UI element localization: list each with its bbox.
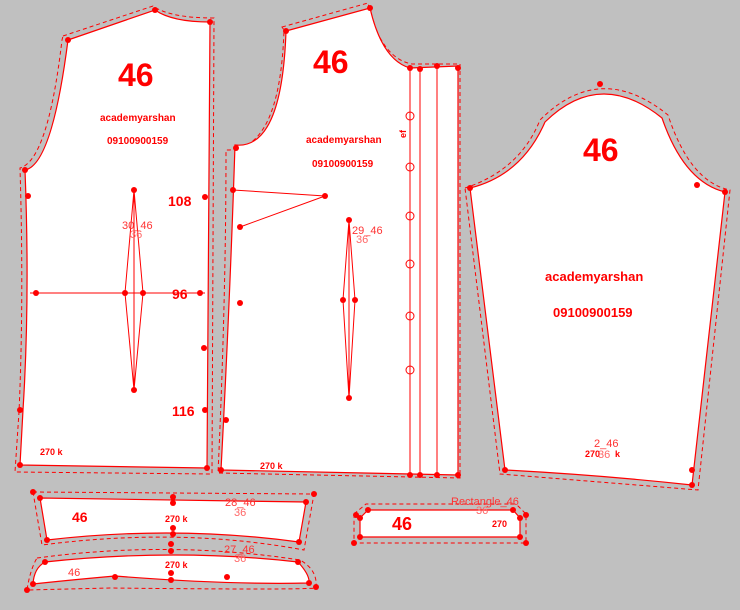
stand-label-b: 36: [234, 553, 246, 565]
back-bottom-code: 270 k: [40, 447, 64, 457]
front-bottom-code: 270 k: [260, 461, 284, 471]
collar-label-a: 28_46: [225, 497, 256, 509]
stand-code: 270 k: [165, 560, 189, 570]
collar-size-label: 46: [72, 509, 88, 525]
sleeve-label-b: 270: [585, 449, 600, 459]
back-brand: academyarshan: [100, 113, 176, 124]
cuff-size-label: 46: [392, 514, 412, 534]
back-phone: 09100900159: [107, 136, 169, 147]
sleeve-brand: academyarshan: [545, 269, 643, 284]
back-measure-108: 108: [168, 193, 192, 209]
sleeve-size-label: 46: [583, 132, 619, 168]
cuff-piece[interactable]: 46 270 Rectangle_46 36: [351, 496, 529, 546]
cuff-code: 270: [492, 519, 507, 529]
front-brand: academyarshan: [306, 135, 382, 146]
back-dart-label: 30_46: [122, 220, 153, 232]
front-piece[interactable]: 46 academyarshan 09100900159 270 k 29_46…: [217, 2, 461, 479]
sleeve-label-c: 36: [598, 449, 610, 461]
cuff-label-b: 36: [476, 505, 488, 517]
front-dart-sub: 36: [356, 234, 368, 246]
sleeve-label-a: 2_46: [594, 438, 618, 450]
back-measure-96: 96: [172, 286, 188, 302]
front-size-label: 46: [313, 44, 349, 80]
collar-stand-piece[interactable]: 46 270 k 27_46 36: [24, 541, 319, 593]
back-measure-116: 116: [172, 403, 195, 419]
stand-label-a: 27_46: [224, 544, 255, 556]
collar-code: 270 k: [165, 514, 189, 524]
collar-piece[interactable]: 46 270 k 28_46 36: [30, 489, 317, 551]
front-dart-label: 29_46: [352, 225, 383, 237]
sleeve-label-d: k: [615, 449, 621, 459]
cuff-label-a: Rectangle_46: [451, 496, 519, 508]
sleeve-piece[interactable]: 46 academyarshan 09100900159 2_46 270 36…: [464, 81, 731, 491]
placket-label: ef: [398, 129, 408, 138]
back-piece[interactable]: 46 academyarshan 09100900159 108 96 116 …: [14, 5, 215, 475]
back-size-label: 46: [118, 57, 154, 93]
front-phone: 09100900159: [312, 159, 374, 170]
sleeve-phone: 09100900159: [553, 305, 633, 320]
collar-label-b: 36: [234, 507, 246, 519]
stand-size-label: 46: [68, 567, 80, 579]
back-dart-sub: 36: [130, 229, 142, 241]
